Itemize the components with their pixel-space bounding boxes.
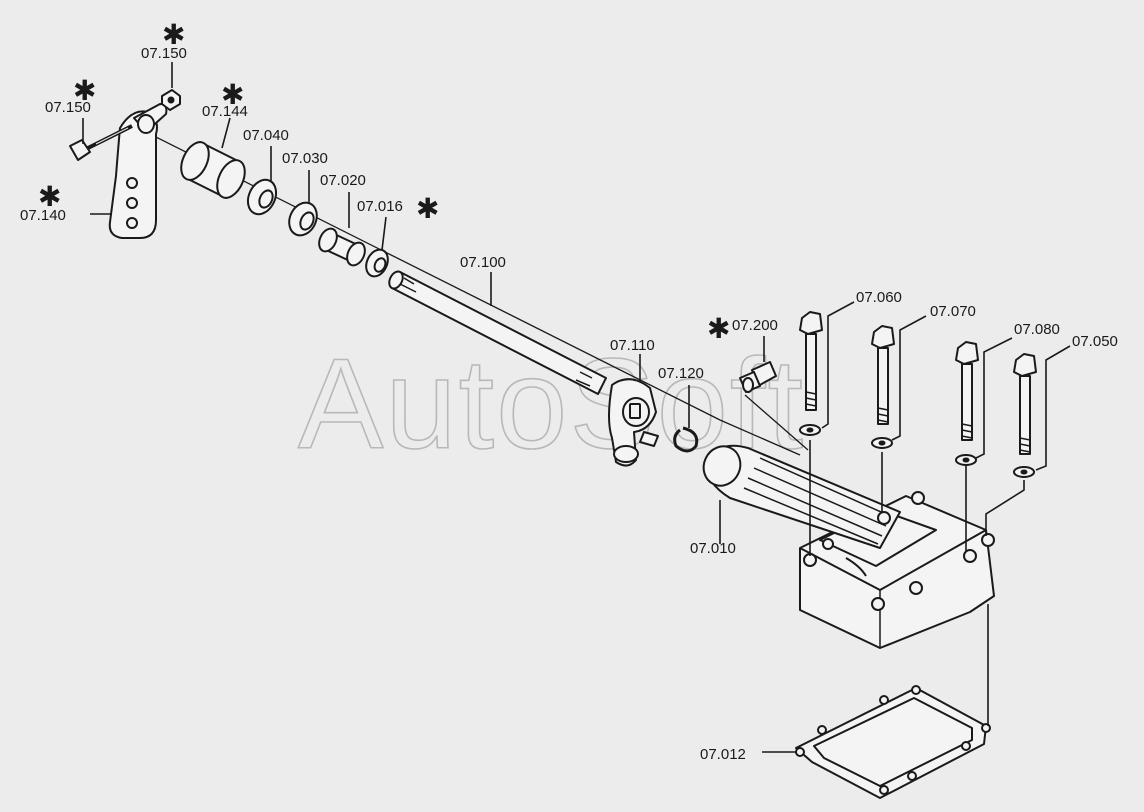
label-07144: 07.144 [202, 103, 248, 120]
bolt-07080 [955, 341, 979, 466]
label-07016: 07.016 [357, 198, 403, 215]
seal-07030 [288, 201, 318, 237]
label-07060: 07.060 [856, 289, 902, 306]
bushing-07144 [180, 141, 246, 199]
label-07070: 07.070 [930, 303, 976, 320]
housing-07010 [702, 444, 995, 649]
label-07040: 07.040 [243, 127, 289, 144]
sensor-07200 [739, 361, 777, 393]
label-07010: 07.010 [690, 540, 736, 557]
label-07120: 07.120 [658, 365, 704, 382]
asterisk-07150a: ✱ [73, 74, 96, 107]
circlip-07120 [673, 426, 699, 453]
label-07012: 07.012 [700, 746, 746, 763]
asterisk-07016: ✱ [416, 192, 439, 225]
leader-lines [82, 62, 1071, 753]
label-07050: 07.050 [1072, 333, 1118, 350]
asterisk-07144: ✱ [221, 78, 244, 111]
asterisk-07140: ✱ [38, 180, 61, 213]
shaft-07100 [388, 270, 607, 395]
selector-07110 [608, 378, 659, 467]
asterisk-07150b: ✱ [162, 18, 185, 51]
label-07020: 07.020 [320, 172, 366, 189]
label-07030: 07.030 [282, 150, 328, 167]
label-07140: 07.140 [20, 207, 66, 224]
label-07100: 07.100 [460, 254, 506, 271]
asterisk-07200: ✱ [707, 312, 730, 345]
label-07080: 07.080 [1014, 321, 1060, 338]
assembly-axis-2 [719, 419, 801, 456]
lever-07140 [108, 103, 168, 239]
bolt-07060 [799, 311, 823, 436]
seal-07040 [246, 178, 278, 216]
sleeve-07020 [318, 227, 366, 267]
label-07110: 07.110 [610, 337, 655, 354]
ring-07016 [365, 248, 389, 278]
bolt-07150 [69, 124, 133, 161]
sensor-axis [744, 394, 809, 451]
label-07200: 07.200 [732, 317, 778, 334]
label-07150-top: 07.150 [141, 45, 187, 62]
label-07150-left: 07.150 [45, 99, 91, 116]
gasket-07012 [795, 685, 991, 799]
bolt-07070 [871, 325, 895, 449]
nut-07150 [161, 89, 181, 111]
bolt-07050 [1013, 353, 1037, 478]
